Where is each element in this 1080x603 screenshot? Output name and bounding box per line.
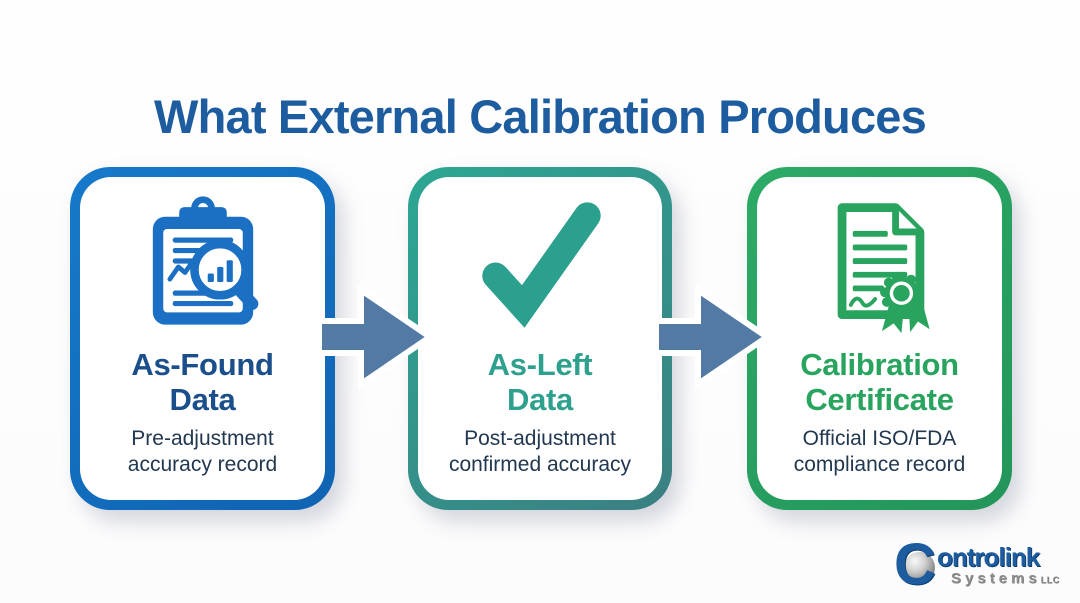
logo-text: ontrolink SystemsLLC [937,536,1060,589]
page-title: What External Calibration Produces [154,90,927,144]
card-title-calibration-certificate: Calibration Certificate [800,347,959,417]
logo-llc-label: LLC [1040,575,1060,585]
card-calibration-certificate-body: Calibration Certificate Official ISO/FDA… [757,177,1002,500]
card-subtitle-line1: Official ISO/FDA [802,427,957,451]
card-title-line2: Certificate [805,381,954,417]
card-subtitle-line2: compliance record [793,453,966,477]
card-title-line1: As-Left [487,347,593,382]
right-arrow-icon [316,281,436,398]
card-subtitle-line1: Pre-adjustment [131,427,274,451]
card-calibration-certificate: Calibration Certificate Official ISO/FDA… [747,167,1012,510]
card-subtitle-as-found-data: Pre-adjustment accuracy record [128,426,277,478]
card-title-line2: Data [169,381,236,417]
logo-line2: SystemsLLC [937,570,1060,589]
card-subtitle-line2: confirmed accuracy [448,453,632,477]
certificate-ribbon-icon [807,187,953,342]
logo-initial: C [894,532,936,597]
card-as-left-data-body: As-Left Data Post-adjustment confirmed a… [418,177,662,500]
clipboard-magnifier-icon [132,187,274,342]
checkmark-icon [466,187,614,342]
logo-brand-rest: ontrolink [937,542,1040,572]
card-subtitle-line1: Post-adjustment [464,427,616,451]
card-subtitle-line2: accuracy record [127,453,278,477]
card-title-as-left-data: As-Left Data [487,347,593,417]
metallic-sphere-icon [904,552,935,583]
controlink-systems-logo: C ontrolink SystemsLLC [894,536,1060,594]
logo-systems-label: Systems [951,570,1041,587]
card-title-line1: As-Found [131,347,274,382]
card-subtitle-calibration-certificate: Official ISO/FDA compliance record [794,426,966,478]
card-as-found-data: As-Found Data Pre-adjustment accuracy re… [70,167,335,510]
card-as-found-data-body: As-Found Data Pre-adjustment accuracy re… [80,177,325,500]
card-as-left-data: As-Left Data Post-adjustment confirmed a… [408,167,672,510]
card-title-line2: Data [507,381,573,417]
card-title-line1: Calibration [800,347,959,382]
card-subtitle-as-left-data: Post-adjustment confirmed accuracy [449,426,631,478]
controlink-sphere-c-icon: C [894,536,942,594]
card-title-as-found-data: As-Found Data [131,347,274,417]
right-arrow-icon [653,281,773,398]
